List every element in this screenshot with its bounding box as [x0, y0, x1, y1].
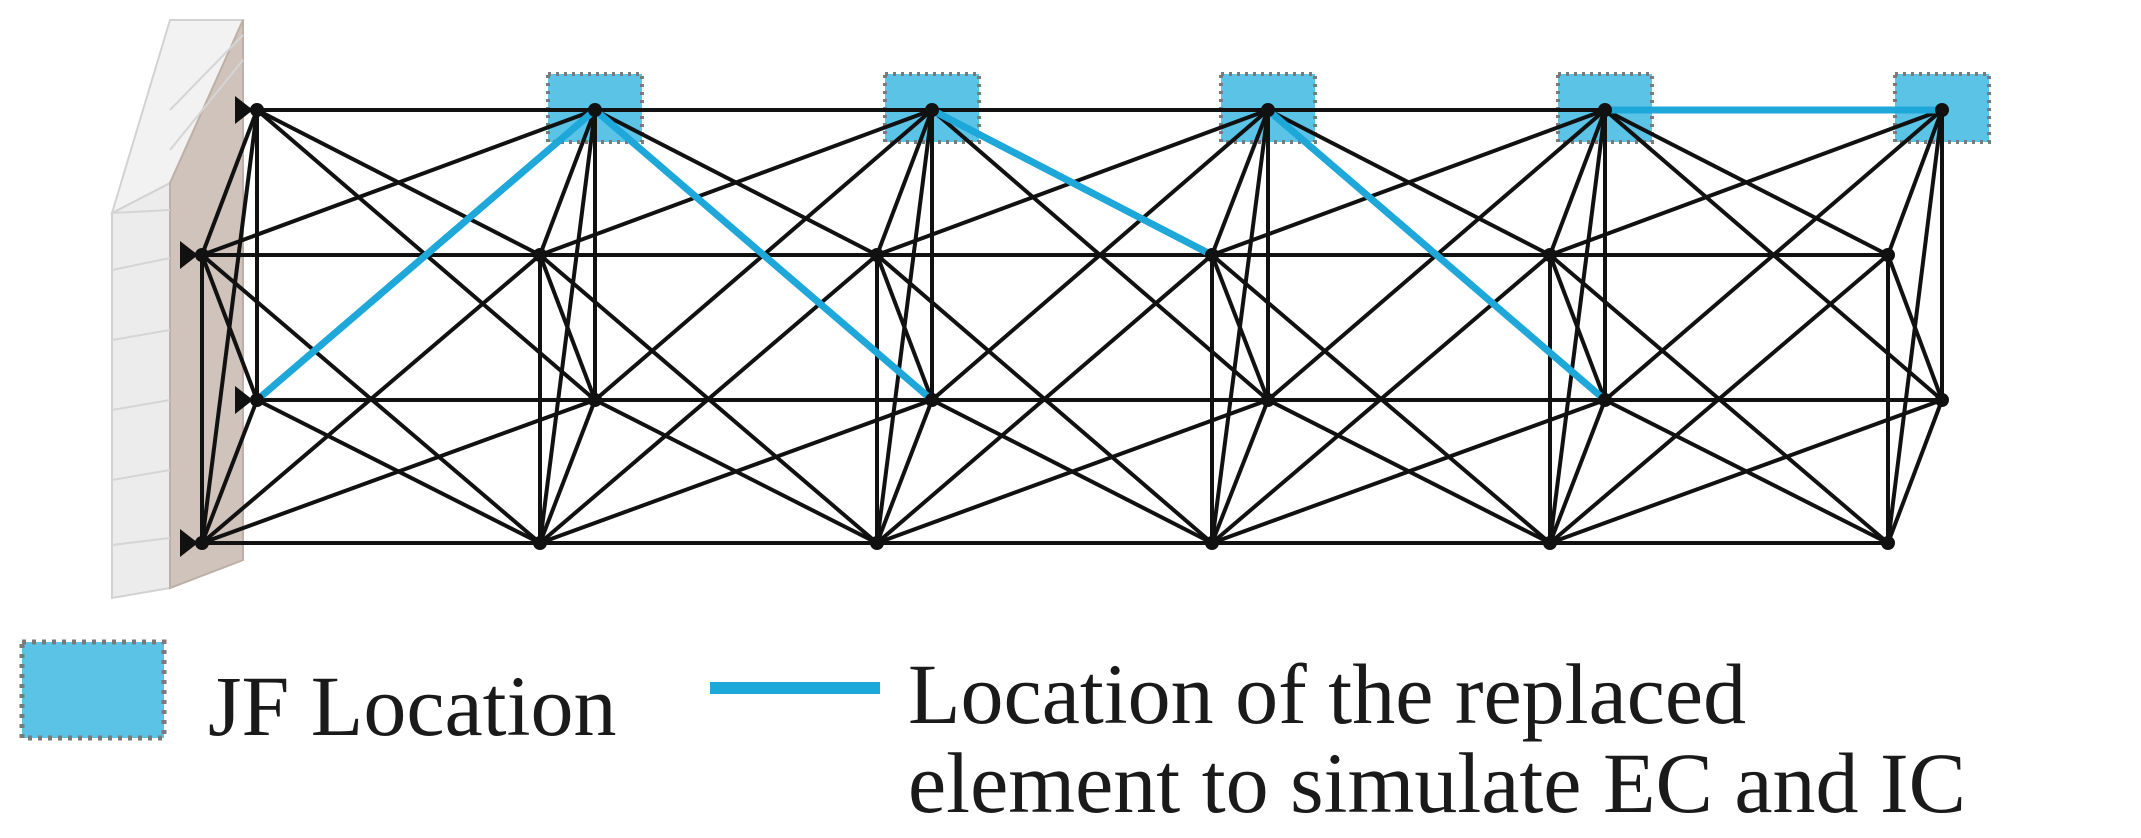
truss-members: [200, 108, 1944, 545]
support-pin: [235, 386, 253, 414]
truss-node: [870, 248, 884, 262]
replaced-element: [253, 106, 599, 404]
truss-member: [1548, 109, 1607, 256]
truss-member: [1210, 254, 1270, 401]
truss-node: [1543, 536, 1557, 550]
truss-member: [875, 254, 934, 401]
truss-member: [538, 254, 597, 401]
truss-node: [1598, 103, 1612, 117]
truss-member: [200, 254, 259, 401]
legend-jf-swatch: [19, 639, 167, 741]
wall-side-face: [169, 19, 244, 590]
truss-member: [201, 108, 596, 257]
legend-replaced-label-line1: Location of the replaced: [908, 646, 1746, 742]
truss-node: [195, 536, 209, 550]
truss-member: [875, 109, 934, 256]
support-pins: [180, 96, 253, 557]
truss-member: [538, 109, 597, 256]
truss-member: [1548, 253, 1890, 545]
truss-member: [875, 399, 934, 544]
truss-member: [1886, 254, 1944, 401]
truss-member: [1211, 398, 1606, 545]
truss-node: [588, 393, 602, 407]
truss-member: [200, 399, 259, 544]
truss-member: [200, 253, 542, 545]
truss-member: [1549, 108, 1943, 257]
wall-front-face: [111, 181, 171, 600]
truss-node: [533, 536, 547, 550]
truss-member: [1549, 398, 1943, 545]
truss-node: [1205, 536, 1219, 550]
truss-member: [539, 398, 933, 545]
truss-node: [533, 248, 547, 262]
truss-member: [875, 253, 1214, 545]
truss-node: [195, 248, 209, 262]
legend-jf-label: JF Location: [208, 658, 616, 754]
truss-member: [1548, 399, 1607, 544]
truss-node: [250, 103, 264, 117]
truss-node: [925, 103, 939, 117]
truss-node: [250, 393, 264, 407]
replaced-element: [928, 106, 1216, 259]
truss-node: [1261, 103, 1275, 117]
support-pin: [235, 96, 253, 124]
legend-replaced-label-line2: element to simulate EC and IC: [908, 735, 1966, 831]
truss-node: [1261, 393, 1275, 407]
replaced-element: [1264, 106, 1609, 404]
replaced-element: [591, 106, 936, 404]
truss-member: [200, 109, 259, 256]
truss-node: [1935, 103, 1949, 117]
replaced-elements: [253, 106, 1946, 404]
truss-node: [1881, 248, 1895, 262]
truss-member: [1548, 254, 1607, 401]
wall-block-lines: [111, 34, 244, 546]
truss-node: [1881, 536, 1895, 550]
truss-node: [588, 103, 602, 117]
truss-node: [1935, 393, 1949, 407]
truss-member: [538, 399, 597, 544]
fixed-support-wall: [110, 19, 245, 600]
truss-member: [876, 398, 1269, 545]
truss-member: [1210, 109, 1270, 256]
truss-node: [870, 536, 884, 550]
truss-node: [1543, 248, 1557, 262]
truss-node: [1205, 248, 1219, 262]
truss-nodes: [195, 103, 1949, 550]
truss-member: [1886, 109, 1944, 256]
truss-member: [1210, 399, 1270, 544]
legend: JF Location Location of the replaced ele…: [19, 639, 1966, 831]
support-pin: [180, 529, 198, 557]
truss-node: [925, 393, 939, 407]
support-pin: [180, 241, 198, 269]
truss-node: [1598, 393, 1612, 407]
truss-member: [1211, 108, 1606, 257]
truss-member: [201, 398, 596, 545]
truss-member: [1886, 399, 1944, 544]
truss-member: [539, 108, 933, 257]
